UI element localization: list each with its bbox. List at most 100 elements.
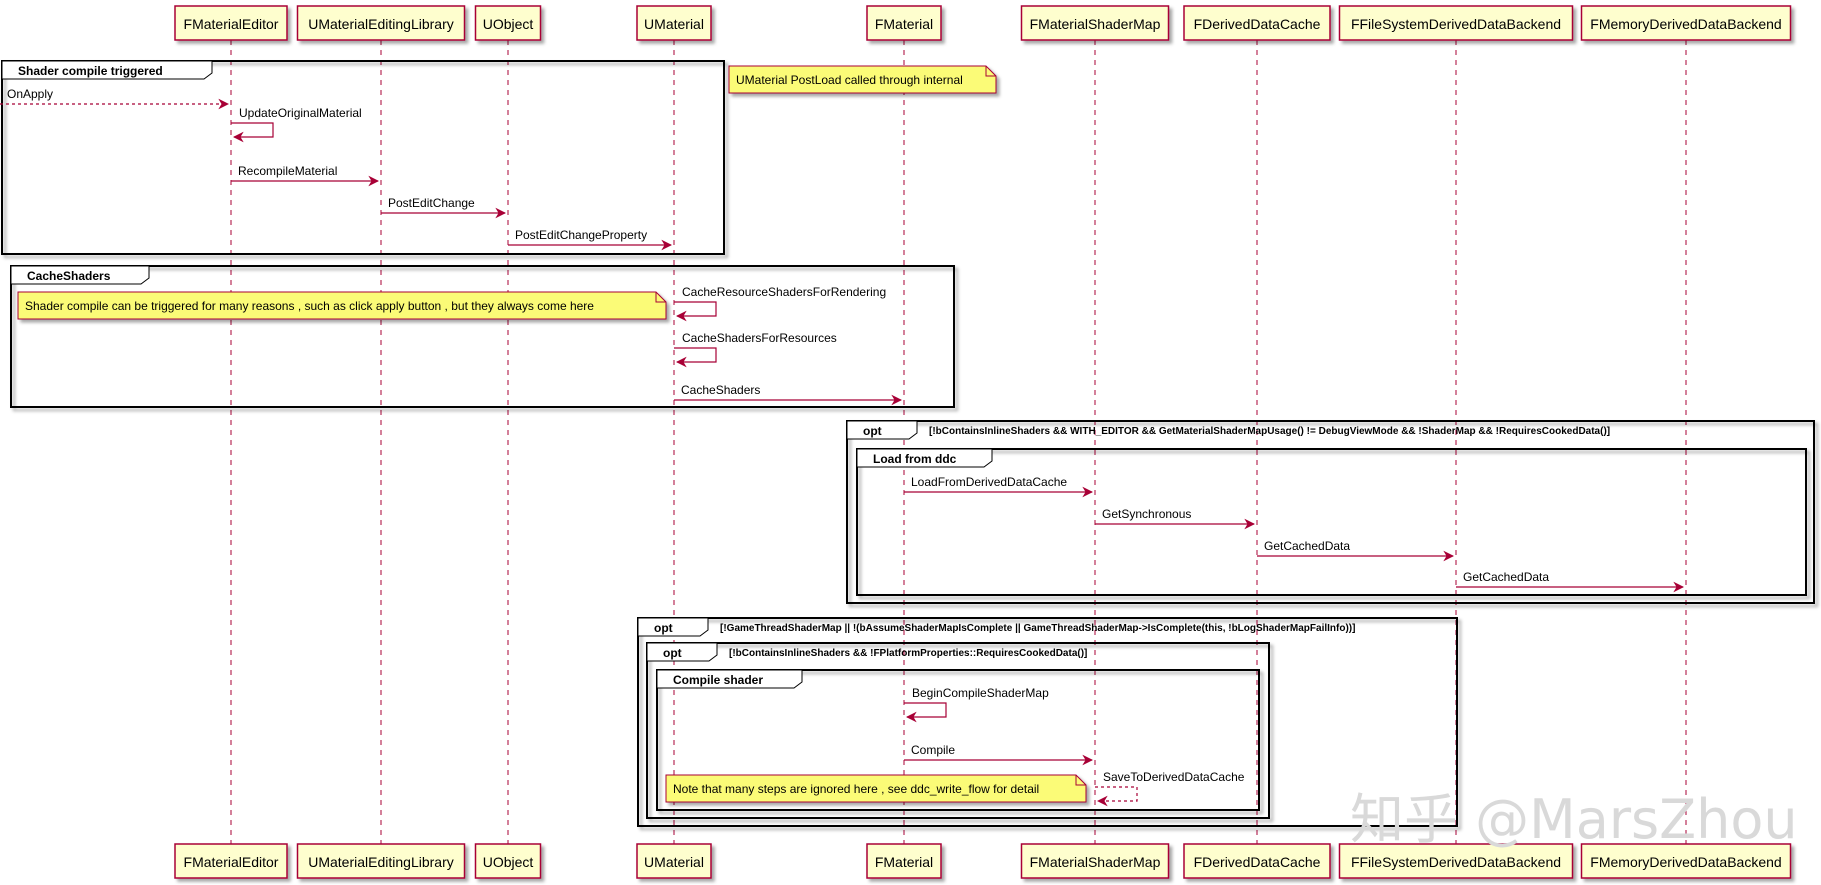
message-arrow — [1095, 786, 1138, 807]
participant-umaterialeditinglibrary-top[interactable]: UMaterialEditingLibrary — [296, 5, 466, 41]
participant-label: UMaterial — [644, 16, 704, 32]
message-label: BeginCompileShaderMap — [912, 686, 1049, 700]
message-compile: Compile — [904, 743, 1094, 766]
frame-border — [646, 642, 1270, 819]
message-arrow — [904, 702, 947, 723]
messages: OnApplyUpdateOriginalMaterialRecompileMa… — [0, 87, 1685, 807]
note-text: UMaterial PostLoad called through intern… — [736, 73, 963, 87]
note-text: Shader compile can be triggered for many… — [25, 299, 594, 313]
participant-box[interactable] — [866, 5, 942, 41]
frame-guard: [!bContainsInlineShaders && WITH_EDITOR … — [929, 426, 1610, 437]
frame-label: Load from ddc — [873, 452, 957, 466]
note-postload: UMaterial PostLoad called through intern… — [728, 65, 997, 94]
note-fold — [655, 292, 666, 303]
frame-opt-inline: opt[!bContainsInlineShaders && !FPlatfor… — [646, 642, 1270, 819]
participant-fmemoryderiveddatabackend-top[interactable]: FMemoryDerivedDataBackend — [1580, 5, 1792, 41]
participant-label: UMaterialEditingLibrary — [308, 854, 454, 870]
watermark: 知乎 @MarsZhou — [1350, 788, 1798, 851]
note-body — [665, 774, 1087, 803]
frame-border — [10, 265, 955, 408]
participant-box[interactable] — [1020, 843, 1170, 879]
participant-ffilesystemderiveddatabackend-top[interactable]: FFileSystemDerivedDataBackend — [1338, 5, 1574, 41]
frame-border — [856, 448, 1807, 596]
message-label: CacheShadersForResources — [682, 331, 837, 345]
participant-label: FMaterial — [875, 854, 933, 870]
participant-box[interactable] — [1580, 5, 1792, 41]
participant-box[interactable] — [474, 5, 542, 41]
frame-tab — [656, 669, 803, 689]
frame-border — [656, 669, 1260, 811]
participant-label: FMaterialShaderMap — [1030, 854, 1161, 870]
message-getcacheddata: GetCachedData — [1257, 539, 1455, 562]
participant-umaterialeditinglibrary-bottom[interactable]: UMaterialEditingLibrary — [296, 843, 466, 879]
message-arrow — [674, 301, 717, 322]
participant-uobject-top[interactable]: UObject — [474, 5, 542, 41]
participant-fmaterial-top[interactable]: FMaterial — [866, 5, 942, 41]
participant-box[interactable] — [1183, 843, 1331, 879]
frame-opt-gamethread: opt[!GameThreadShaderMap || !(bAssumeSha… — [637, 617, 1458, 827]
message-label: GetCachedData — [1264, 539, 1350, 553]
participant-box[interactable] — [174, 843, 288, 879]
message-label: PostEditChange — [388, 196, 475, 210]
frame-border — [846, 420, 1815, 604]
participants-bottom: FMaterialEditor UMaterialEditingLibrary UO… — [174, 843, 1792, 879]
message-label: RecompileMaterial — [238, 164, 337, 178]
frame-load-from-ddc: Load from ddc — [856, 448, 1807, 596]
participant-fderiveddatacache-top[interactable]: FDerivedDataCache — [1183, 5, 1331, 41]
note-body — [17, 291, 667, 320]
note-ignored: Note that many steps are ignored here , … — [665, 774, 1087, 803]
frame-tab — [846, 420, 918, 440]
frame-guard: [!bContainsInlineShaders && !FPlatformPr… — [729, 648, 1087, 659]
participant-box[interactable] — [174, 5, 288, 41]
participant-label: FMemoryDerivedDataBackend — [1590, 854, 1781, 870]
message-label: UpdateOriginalMaterial — [239, 106, 362, 120]
participant-label: FFileSystemDerivedDataBackend — [1351, 854, 1561, 870]
note-fold — [985, 66, 996, 77]
participant-box[interactable] — [866, 843, 942, 879]
participant-fmemoryderiveddatabackend-bottom[interactable]: FMemoryDerivedDataBackend — [1580, 843, 1792, 879]
participant-fmaterialeditor-bottom[interactable]: FMaterialEditor — [174, 843, 288, 879]
message-label: GetSynchronous — [1102, 507, 1191, 521]
message-savetoderiveddatacache: SaveToDerivedDataCache — [1095, 770, 1245, 807]
participant-box[interactable] — [296, 5, 466, 41]
participant-box[interactable] — [1338, 5, 1574, 41]
participant-umaterial-top[interactable]: UMaterial — [636, 5, 712, 41]
participant-box[interactable] — [1338, 843, 1574, 879]
note-fold — [1075, 775, 1086, 786]
frame-border — [637, 617, 1458, 827]
message-loadfromderiveddatacache: LoadFromDerivedDataCache — [904, 475, 1094, 498]
participant-fmaterialeditor-top[interactable]: FMaterialEditor — [174, 5, 288, 41]
message-cacheshaders: CacheShaders — [674, 383, 903, 406]
participant-box[interactable] — [636, 5, 712, 41]
frame-border — [1, 60, 725, 255]
participant-label: FMaterialShaderMap — [1030, 16, 1161, 32]
participant-fmaterialshadermap-bottom[interactable]: FMaterialShaderMap — [1020, 843, 1170, 879]
participant-ffilesystemderiveddatabackend-bottom[interactable]: FFileSystemDerivedDataBackend — [1338, 843, 1574, 879]
participant-label: FMaterialEditor — [184, 16, 279, 32]
frame-tab — [1, 60, 213, 80]
message-label: OnApply — [7, 87, 53, 101]
participant-fmaterialshadermap-top[interactable]: FMaterialShaderMap — [1020, 5, 1170, 41]
frame-opt-ddc: opt[!bContainsInlineShaders && WITH_EDIT… — [846, 420, 1815, 604]
participant-box[interactable] — [1183, 5, 1331, 41]
participant-fmaterial-bottom[interactable]: FMaterial — [866, 843, 942, 879]
participant-fderiveddatacache-bottom[interactable]: FDerivedDataCache — [1183, 843, 1331, 879]
message-arrow — [231, 122, 274, 143]
note-text: Note that many steps are ignored here , … — [673, 782, 1039, 796]
message-posteditchange: PostEditChange — [381, 196, 507, 219]
participant-box[interactable] — [296, 843, 466, 879]
participant-label: FMaterialEditor — [184, 854, 279, 870]
participant-box[interactable] — [1580, 843, 1792, 879]
participant-box[interactable] — [474, 843, 542, 879]
frame-shader-compile-triggered: Shader compile triggered — [1, 60, 725, 255]
participant-box[interactable] — [1020, 5, 1170, 41]
message-cacheshadersforresources: CacheShadersForResources — [674, 331, 837, 368]
frame-compile-shader: Compile shader — [656, 669, 1260, 811]
participant-box[interactable] — [636, 843, 712, 879]
participant-label: UObject — [483, 16, 534, 32]
participant-uobject-bottom[interactable]: UObject — [474, 843, 542, 879]
message-posteditchangeproperty: PostEditChangeProperty — [508, 228, 673, 251]
note-triggered: Shader compile can be triggered for many… — [17, 291, 667, 320]
participant-label: FDerivedDataCache — [1194, 16, 1321, 32]
participant-umaterial-bottom[interactable]: UMaterial — [636, 843, 712, 879]
